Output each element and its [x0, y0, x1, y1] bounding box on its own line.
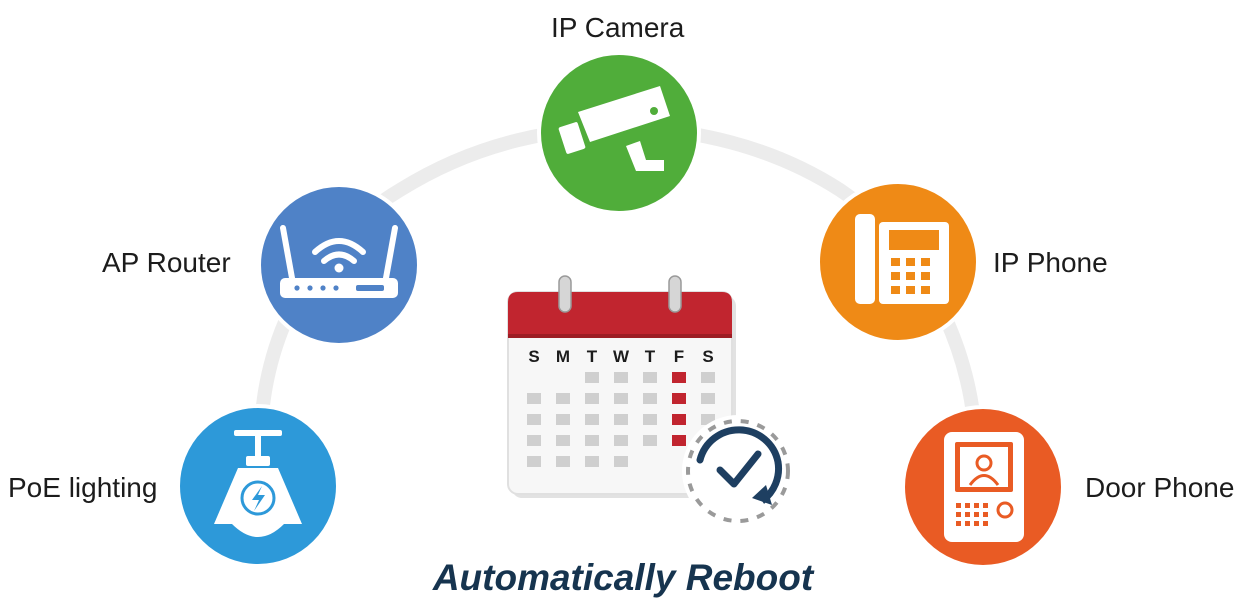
calendar-day	[556, 414, 570, 425]
ip-camera-label: IP Camera	[551, 12, 685, 43]
ip-phone-label: IP Phone	[993, 247, 1108, 278]
ap-router-label: AP Router	[102, 247, 231, 278]
ip-phone-node[interactable]	[816, 180, 980, 344]
calendar-day-highlighted	[672, 393, 686, 404]
calendar-day	[614, 372, 628, 383]
weekday-label: T	[645, 347, 656, 366]
calendar-day	[527, 393, 541, 404]
reboot-clock-icon	[682, 415, 794, 527]
calendar-header	[508, 292, 732, 334]
calendar-day	[701, 372, 715, 383]
calendar-header-shadow	[508, 334, 732, 338]
day-grid	[527, 372, 715, 467]
ip-camera-node[interactable]	[537, 51, 701, 215]
ap-router-node[interactable]	[257, 183, 421, 347]
wifi-router-icon	[280, 225, 398, 298]
weekday-label: S	[702, 347, 713, 366]
calendar-day	[701, 393, 715, 404]
calendar-day-highlighted	[672, 372, 686, 383]
calendar-day	[585, 393, 599, 404]
calendar-rings	[558, 275, 682, 313]
poe-lighting-node[interactable]	[176, 404, 340, 568]
calendar-day	[614, 456, 628, 467]
weekday-label: M	[556, 347, 570, 366]
calendar-day	[527, 456, 541, 467]
calendar-day	[643, 414, 657, 425]
calendar-day	[643, 372, 657, 383]
calendar-day	[614, 414, 628, 425]
calendar-day	[585, 414, 599, 425]
door-phone-label: Door Phone	[1085, 472, 1235, 503]
calendar-day	[614, 393, 628, 404]
calendar-day	[556, 456, 570, 467]
weekday-label: F	[674, 347, 684, 366]
diagram-caption: Automatically Reboot	[432, 557, 814, 598]
door-phone-node[interactable]	[901, 405, 1065, 569]
calendar-day	[556, 435, 570, 446]
calendar-day	[701, 414, 715, 425]
poe-lighting-label: PoE lighting	[8, 472, 158, 503]
weekday-label: W	[613, 347, 630, 366]
calendar-day-highlighted	[672, 414, 686, 425]
weekday-label: T	[587, 347, 598, 366]
calendar-day	[643, 393, 657, 404]
calendar-day	[527, 414, 541, 425]
calendar-day	[585, 456, 599, 467]
ceiling-lamp-icon	[214, 430, 302, 537]
calendar-day	[585, 435, 599, 446]
calendar-day	[643, 435, 657, 446]
calendar-day	[585, 372, 599, 383]
security-camera-icon	[558, 86, 670, 171]
weekday-label: S	[528, 347, 539, 366]
calendar-day	[527, 435, 541, 446]
calendar-day	[556, 393, 570, 404]
calendar-day-highlighted	[672, 435, 686, 446]
door-intercom-icon	[944, 432, 1024, 542]
desk-phone-icon	[855, 214, 949, 304]
calendar-day	[614, 435, 628, 446]
